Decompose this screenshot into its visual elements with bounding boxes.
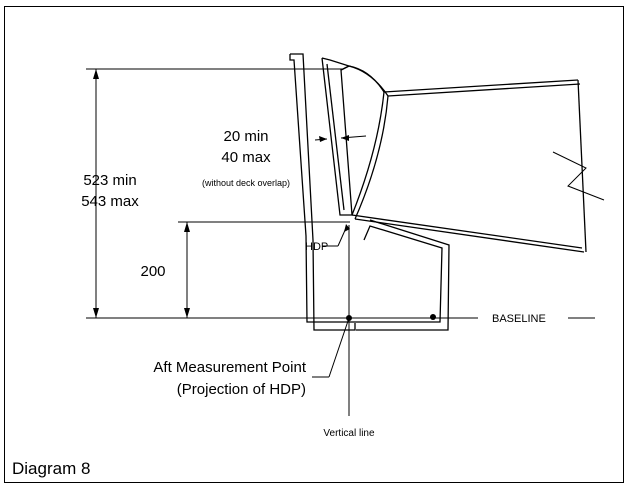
aft-measurement-marker — [312, 315, 352, 378]
overall-min-label: 523 min — [83, 172, 136, 189]
overall-max-label: 543 max — [81, 193, 139, 210]
height-200-label: 200 — [140, 263, 165, 280]
aft-transom-outline — [289, 53, 450, 331]
baseline-label: BASELINE — [492, 313, 546, 325]
hdp-marker — [322, 224, 350, 247]
diagram-border — [4, 6, 624, 483]
baseline-dot — [430, 314, 436, 320]
diagram-caption: Diagram 8 — [12, 459, 90, 478]
aft-point-label-line1: Aft Measurement Point — [153, 359, 306, 376]
gap-max-label: 40 max — [221, 149, 271, 166]
hull-shell — [340, 65, 605, 253]
gap-dimension-arrows — [314, 135, 367, 142]
gap-min-label: 20 min — [223, 128, 268, 145]
gap-note-label: (without deck overlap) — [202, 178, 290, 188]
vertical-line-label: Vertical line — [323, 428, 375, 439]
height-200-dimension — [178, 221, 350, 318]
aft-point-label-line2: (Projection of HDP) — [177, 381, 306, 398]
hdp-label: HDP — [305, 241, 328, 253]
